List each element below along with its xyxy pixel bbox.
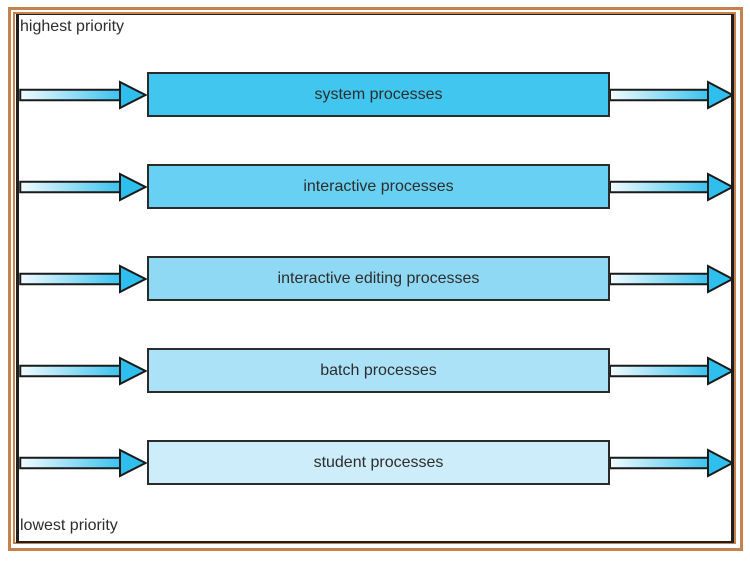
highest-priority-label: highest priority bbox=[20, 18, 125, 35]
outflow-arrow-icon bbox=[609, 263, 734, 294]
queue-box: interactive processes bbox=[147, 164, 610, 209]
queue-box: student processes bbox=[147, 440, 610, 485]
queue-row: system processes bbox=[0, 72, 750, 117]
queue-row: interactive editing processes bbox=[0, 256, 750, 301]
queue-box: batch processes bbox=[147, 348, 610, 393]
lowest-priority-label: lowest priority bbox=[20, 517, 118, 534]
inflow-arrow-icon bbox=[19, 79, 147, 110]
queue-row: batch processes bbox=[0, 348, 750, 393]
queue-box: system processes bbox=[147, 72, 610, 117]
outer-frame bbox=[8, 7, 743, 551]
outflow-arrow-icon bbox=[609, 447, 734, 478]
queue-label: system processes bbox=[314, 85, 443, 103]
queue-row: student processes bbox=[0, 440, 750, 485]
outflow-arrow-icon bbox=[609, 171, 734, 202]
queue-label: interactive editing processes bbox=[277, 269, 480, 287]
outflow-arrow-icon bbox=[609, 79, 734, 110]
inflow-arrow-icon bbox=[19, 447, 147, 478]
inflow-arrow-icon bbox=[19, 263, 147, 294]
queue-label: student processes bbox=[313, 453, 444, 471]
inflow-arrow-icon bbox=[19, 171, 147, 202]
queue-label: batch processes bbox=[320, 361, 437, 379]
queue-box: interactive editing processes bbox=[147, 256, 610, 301]
inner-frame bbox=[13, 12, 736, 544]
queue-label: interactive processes bbox=[303, 177, 454, 195]
outflow-arrow-icon bbox=[609, 355, 734, 386]
queue-row: interactive processes bbox=[0, 164, 750, 209]
inflow-arrow-icon bbox=[19, 355, 147, 386]
